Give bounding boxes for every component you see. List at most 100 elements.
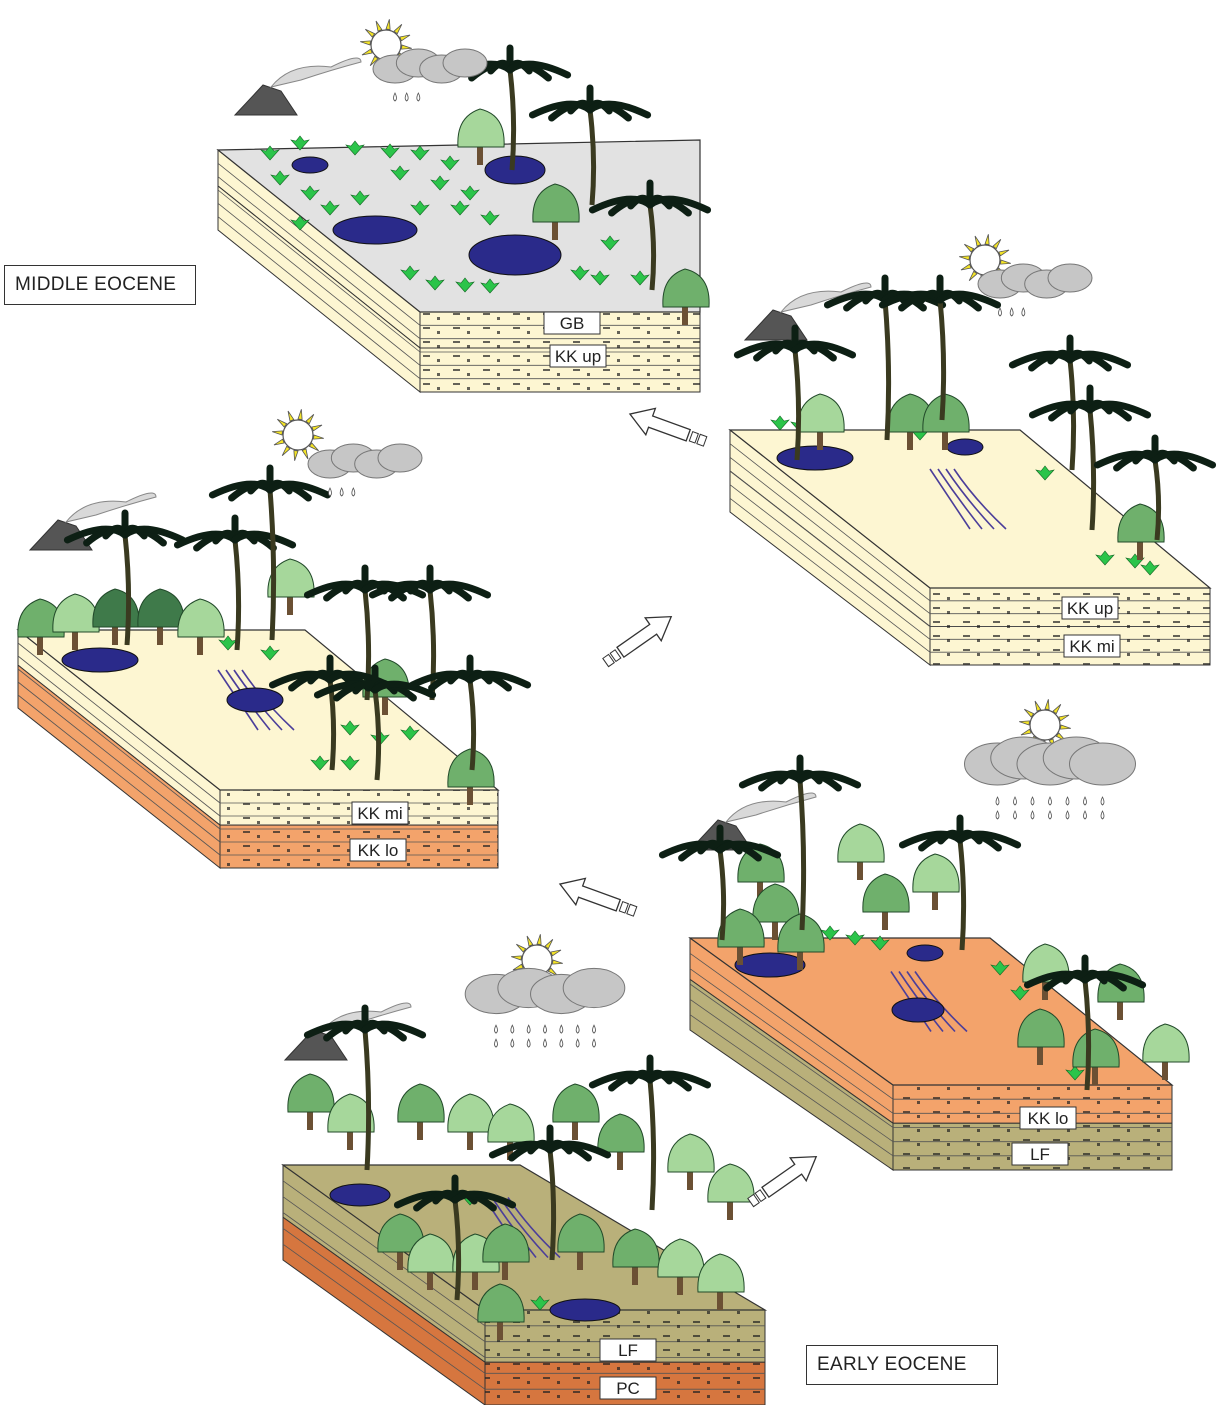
broadleaf-tree-icon	[553, 1084, 599, 1140]
formation-label-text: KK lo	[1028, 1109, 1069, 1128]
tree-crown	[553, 1084, 599, 1122]
formation-label-text: KK up	[555, 347, 601, 366]
formation-label: KK lo	[350, 839, 406, 861]
formation-label-text: KK lo	[358, 841, 399, 860]
tree-crown	[288, 1074, 334, 1112]
sun-ray	[985, 234, 989, 244]
sun-ray	[360, 41, 370, 45]
rain-drop	[1084, 811, 1087, 819]
broadleaf-tree-icon	[398, 1084, 444, 1140]
lake-icon	[227, 688, 283, 712]
tree-crown	[923, 394, 969, 432]
broadleaf-tree-icon	[708, 1164, 754, 1220]
lake-icon	[777, 446, 853, 470]
tree-crown	[458, 109, 504, 147]
sun-ray	[365, 29, 374, 37]
formation-label-text: LF	[1030, 1145, 1050, 1164]
cloud-puff	[443, 49, 487, 77]
arrow-tail-mark	[627, 904, 637, 916]
sun-ray	[975, 236, 981, 246]
broadleaf-tree-icon	[668, 1134, 714, 1190]
palm-trunk	[800, 780, 804, 930]
sun-ray	[545, 939, 553, 948]
rain-cloud-icon	[465, 968, 625, 1047]
palm-trunk	[470, 680, 474, 770]
rain-drop	[340, 488, 343, 496]
sun-ray	[537, 934, 541, 944]
sun-ray	[277, 419, 286, 427]
sun-ray	[376, 21, 382, 31]
sun-ray	[298, 409, 302, 419]
arrow-tail-mark	[689, 432, 698, 443]
rain-drop	[495, 1039, 498, 1047]
rain-drop	[329, 488, 332, 496]
rain-drop	[394, 93, 397, 101]
rain-drop	[576, 1025, 579, 1033]
rain-drop	[560, 1039, 563, 1047]
arrow-tail-mark	[697, 434, 707, 446]
tree-crown	[698, 1254, 744, 1292]
lake-icon	[550, 1299, 620, 1321]
broadleaf-tree-icon	[838, 824, 884, 880]
broadleaf-tree-icon	[448, 1094, 494, 1150]
lake-icon	[947, 439, 983, 455]
sun-ray	[964, 244, 973, 252]
broadleaf-tree-icon	[913, 854, 959, 910]
rain-drop	[1084, 797, 1087, 805]
tree-crown	[598, 1114, 644, 1152]
rain-drop	[593, 1039, 596, 1047]
sun-ray	[362, 49, 372, 55]
arrow-shape	[612, 605, 679, 663]
sun-ray	[1035, 701, 1041, 711]
rain-drop	[576, 1039, 579, 1047]
rain-drop	[1049, 811, 1052, 819]
palm-trunk	[940, 300, 944, 420]
tree-crown	[668, 1134, 714, 1172]
arrow-icon	[625, 401, 710, 455]
rain-drop	[593, 1025, 596, 1033]
rain-drop	[1101, 797, 1104, 805]
arrow-shape	[757, 1145, 824, 1203]
rain-drop	[1066, 797, 1069, 805]
sun-ray	[288, 411, 294, 421]
sun-ray	[294, 450, 298, 460]
rain-drop	[1014, 797, 1017, 805]
palm-trunk	[1155, 460, 1159, 540]
cloud-puff	[1070, 743, 1136, 785]
sun-ray	[551, 950, 561, 956]
sun-ray	[302, 449, 308, 459]
rain-drop	[999, 308, 1002, 316]
tree-crown	[838, 824, 884, 862]
sun-ray	[309, 443, 318, 451]
sun-ray	[1060, 725, 1070, 729]
sun-ray	[959, 256, 969, 260]
cloud-puff	[378, 444, 422, 472]
rain-drop	[1066, 811, 1069, 819]
arrow-tail-mark	[619, 902, 628, 913]
sun-ray	[1053, 704, 1061, 713]
fern-icon	[771, 416, 789, 430]
sun-ray	[282, 446, 290, 455]
tree-crown	[863, 874, 909, 912]
broadleaf-tree-icon	[598, 1114, 644, 1170]
formation-label: KK up	[550, 345, 606, 367]
sun-ray	[274, 439, 284, 445]
sun-ray	[552, 960, 562, 964]
palm-trunk	[960, 840, 964, 950]
sun-ray	[1019, 721, 1029, 725]
formation-label-text: KK mi	[357, 804, 402, 823]
sun-ray	[516, 944, 525, 952]
sun-ray	[511, 956, 521, 960]
sun-ray	[306, 414, 314, 423]
cloud-puff	[563, 968, 625, 1007]
palm-tree-icon	[212, 468, 327, 640]
palm-trunk	[235, 540, 239, 650]
palm-trunk	[1090, 410, 1094, 530]
arrow-shape	[625, 401, 693, 449]
sun-ray	[313, 435, 323, 439]
sun-ray	[1000, 260, 1010, 264]
